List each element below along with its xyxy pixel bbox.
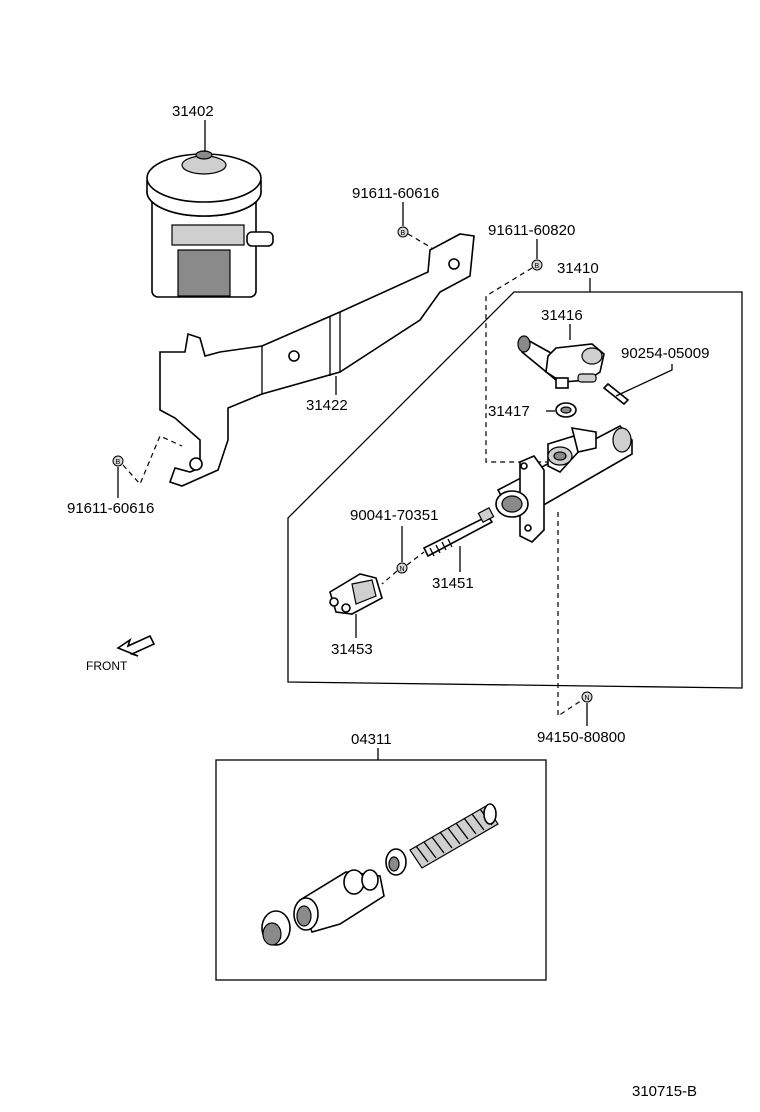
kit-cup-seal[interactable]: [261, 910, 291, 946]
label-front: FRONT: [86, 659, 128, 673]
bracket[interactable]: [159, 233, 475, 487]
nut-bottom-symbol[interactable]: N: [581, 691, 593, 703]
label-bolt-right: 91611-60820: [488, 222, 575, 239]
front-arrow-icon: [116, 634, 156, 657]
bolt-top-symbol[interactable]: B: [397, 226, 409, 238]
assembly-outline: [287, 291, 743, 689]
diagram-code: 310715-B: [632, 1083, 697, 1100]
svg-text:B: B: [535, 263, 540, 270]
svg-text:B: B: [116, 459, 121, 466]
svg-text:N: N: [400, 566, 405, 573]
kit-spring[interactable]: [409, 803, 499, 869]
label-reservoir: 31402: [172, 103, 214, 120]
label-grommet: 31417: [488, 403, 530, 420]
bolt-right-symbol[interactable]: B: [531, 259, 543, 271]
label-clevis: 31453: [331, 641, 373, 658]
clevis[interactable]: [329, 573, 383, 615]
svg-text:N: N: [585, 695, 590, 702]
bolt-left-symbol[interactable]: B: [112, 455, 124, 467]
svg-text:B: B: [401, 230, 406, 237]
kit-outline: [215, 759, 547, 981]
label-bolt-left: 91611-60616: [67, 500, 154, 517]
label-push-rod: 31451: [432, 575, 474, 592]
label-nut-bottom: 94150-80800: [537, 729, 625, 746]
label-union: 31416: [541, 307, 583, 324]
label-bolt-top: 91611-60616: [352, 185, 439, 202]
kit-seal-ring[interactable]: [385, 848, 407, 876]
pin[interactable]: [602, 382, 630, 406]
kit-piston[interactable]: [293, 869, 385, 933]
label-nut: 90041-70351: [350, 507, 438, 524]
label-assembly: 31410: [557, 260, 599, 277]
nut-symbol[interactable]: N: [396, 562, 408, 574]
label-kit: 04311: [351, 731, 392, 748]
grommet[interactable]: [555, 402, 577, 418]
label-bracket: 31422: [306, 397, 348, 414]
push-rod[interactable]: [422, 506, 495, 558]
reservoir-tank[interactable]: [146, 150, 274, 298]
label-pin: 90254-05009: [621, 345, 709, 362]
master-cylinder[interactable]: [495, 424, 633, 543]
union-fitting[interactable]: [517, 335, 605, 389]
